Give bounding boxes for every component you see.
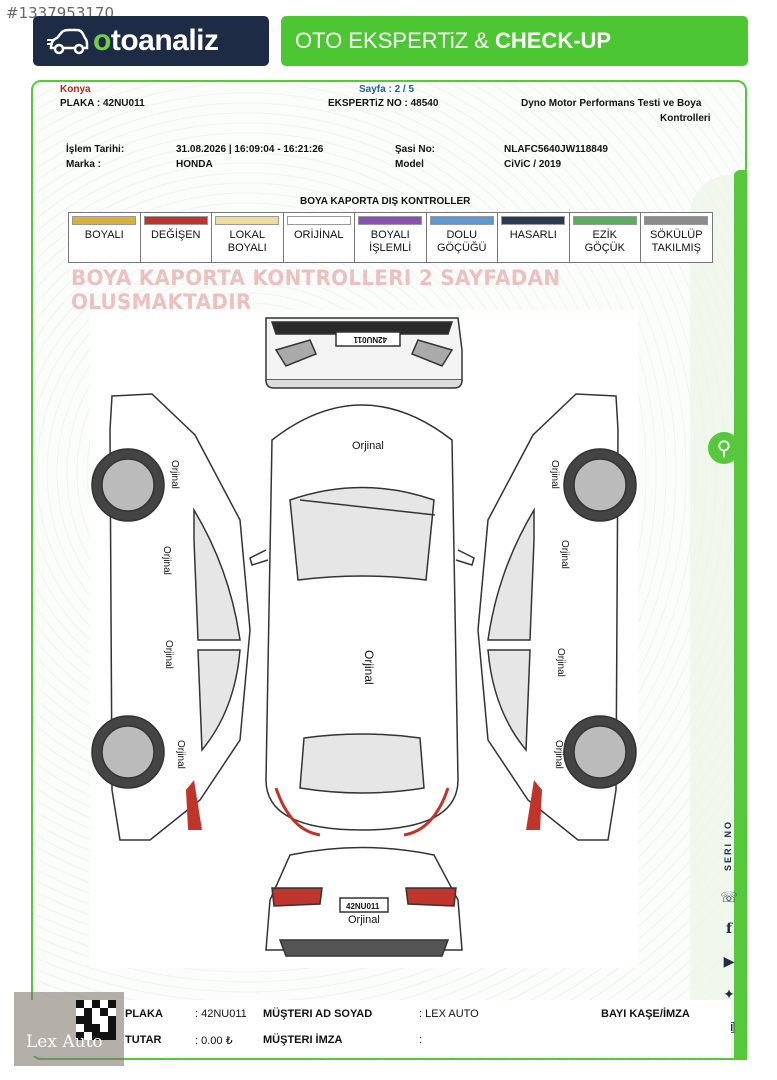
legend-swatch: [501, 216, 566, 225]
chassis-label: Şasi No:: [395, 144, 436, 155]
legend-label: BOYALI: [370, 229, 410, 241]
whatsapp-icon[interactable]: ☏: [720, 888, 738, 905]
left-rear-door-label: Orjinal: [163, 640, 174, 669]
roof-label: Orjinal: [362, 650, 376, 685]
legend-swatch: [358, 216, 423, 225]
right-rear-door-label: Orjinal: [555, 648, 566, 677]
side-green-bar: [734, 170, 747, 1060]
customer-signature-value: :: [419, 1034, 423, 1046]
legend-cell: ORİJİNAL: [282, 212, 355, 263]
test-title-line1: Dyno Motor Performans Testi ve Boya: [521, 98, 702, 109]
legend-swatch: [429, 216, 494, 225]
legend-label-line2: İŞLEMLİ: [369, 242, 412, 254]
left-front-door-label: Orjinal: [161, 546, 172, 575]
customer-name-value: : LEX AUTO: [419, 1008, 479, 1020]
page-number: Sayfa : 2 / 5: [359, 84, 415, 95]
footer-plate-label: PLAKA: [125, 1008, 163, 1020]
footer-total-label: TUTAR: [125, 1034, 162, 1046]
legend-label: ORİJİNAL: [293, 229, 344, 241]
legend-label: DEĞİŞEN: [150, 229, 201, 241]
model-label: Model: [395, 159, 424, 170]
banner-checkup: CHECK-UP: [494, 28, 612, 53]
trunk-label: Orjinal: [348, 914, 380, 926]
legend-label: DOLU: [446, 229, 478, 241]
legend-title: BOYA KAPORTA DIŞ KONTROLLER: [300, 196, 471, 207]
legend-label: BOYALI: [84, 229, 124, 241]
rear-view: [265, 846, 463, 957]
legend-cell: BOYALI: [68, 212, 141, 263]
otoanaliz-logo: otoanaliz: [33, 16, 269, 66]
legend-label-line2: TAKILMIŞ: [651, 242, 701, 254]
legend-label: HASARLI: [509, 229, 557, 241]
right-fender-label: Orjinal: [549, 460, 560, 489]
city: Konya: [60, 84, 91, 95]
legend-label-line2: BOYALI: [227, 242, 267, 254]
legend-cell: HASARLI: [497, 212, 570, 263]
right-side-view: [477, 393, 637, 841]
legend-swatch: [143, 216, 208, 225]
legend-label: LOKAL: [229, 229, 265, 241]
search-icon[interactable]: ⚲: [708, 432, 740, 464]
chassis-value: NLAFC5640JW118849: [504, 144, 608, 155]
customer-name-label: MÜŞTERI AD SOYAD: [263, 1008, 373, 1020]
legend-label: EZİK: [592, 229, 617, 241]
date-value: 31.08.2026 | 16:09:04 - 16:21:26: [176, 144, 324, 155]
left-fender-label: Orjinal: [169, 460, 180, 489]
top-view: [249, 404, 475, 837]
customer-signature-label: MÜŞTERI İMZA: [263, 1034, 343, 1046]
legend-label-line2: GÖÇÜK: [584, 242, 625, 254]
report-banner: OTO EKSPERTiZ & CHECK-UP: [281, 16, 748, 66]
serial-no-label: SERI NO: [723, 820, 733, 872]
footer-total-value: : 0.00 ₺: [195, 1035, 233, 1047]
legend-label-line2: GÖÇÜĞÜ: [437, 242, 487, 254]
legend-label: SÖKÜLÜP: [649, 229, 703, 241]
notice-watermark: BOYA KAPORTA KONTROLLERI 2 SAYFADAN OLUŞ…: [71, 266, 561, 314]
report-footer: PLAKA : 42NU011 TUTAR : 0.00 ₺ MÜŞTERI A…: [31, 1000, 731, 1056]
car-outline-drawing: 42NU011: [91, 317, 637, 957]
front-plate-text: 42NU011: [353, 335, 387, 344]
legend-swatch: [215, 216, 280, 225]
front-view: [265, 317, 463, 389]
twitter-icon[interactable]: ✦: [723, 985, 735, 1002]
legend-swatch: [286, 216, 351, 225]
plate-line: PLAKA : 42NU011: [60, 98, 145, 109]
test-title-line2: Kontrolleri: [660, 113, 711, 124]
model-value: CiViC / 2019: [504, 159, 562, 170]
left-side-view: [91, 393, 251, 841]
hood-label: Orjinal: [352, 440, 384, 452]
lex-auto-text: Lex Auto: [26, 1032, 103, 1052]
right-quarter-label: Orjinal: [553, 740, 564, 769]
youtube-icon[interactable]: ▶: [723, 952, 735, 969]
brand-label: Marka :: [66, 159, 102, 170]
legend-swatch: [72, 216, 137, 225]
legend-swatch: [644, 216, 709, 225]
legend-swatch: [572, 216, 637, 225]
car-body-diagram: 42NU011: [90, 310, 638, 968]
left-quarter-label: Orjinal: [175, 740, 186, 769]
legend-cell: DEĞİŞEN: [139, 212, 212, 263]
dealer-stamp-label: BAYI KAŞE/İMZA: [601, 1008, 690, 1020]
logo-wordmark: otoanaliz: [93, 24, 219, 57]
brand-value: HONDA: [176, 159, 213, 170]
car-logo-icon: [47, 28, 89, 55]
rear-plate-text: 42NU011: [346, 902, 380, 911]
date-label: İşlem Tarihi:: [66, 144, 125, 155]
lex-auto-watermark: Lex Auto: [14, 992, 124, 1066]
footer-plate-value: : 42NU011: [195, 1008, 247, 1020]
right-front-door-label: Orjinal: [559, 540, 570, 569]
banner-title: OTO EKSPERTiZ &: [295, 28, 489, 53]
qr-code-icon: [76, 1000, 116, 1040]
facebook-icon[interactable]: f: [725, 921, 733, 937]
report-number: EKSPERTiZ NO : 48540: [328, 98, 439, 109]
